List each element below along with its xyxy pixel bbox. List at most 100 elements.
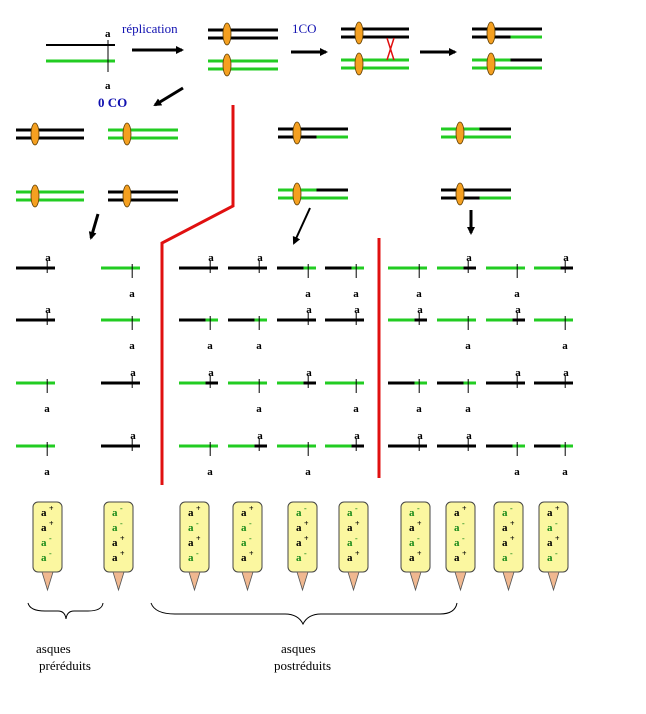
crossover-black: [341, 21, 409, 45]
allele-label: a: [241, 537, 247, 549]
allele-label: a: [41, 522, 47, 534]
allele-label: a: [241, 552, 247, 564]
co1b-bottom: [441, 182, 511, 206]
crossover-x-icon: [386, 37, 395, 61]
locus-label: a: [563, 252, 569, 264]
locus-label: a: [130, 430, 136, 442]
allele-label: a: [409, 522, 415, 534]
spore-chromatid: a: [16, 252, 55, 273]
locus-label: a: [416, 288, 422, 300]
allele-sign: -: [196, 549, 199, 558]
allele-sign: -: [49, 534, 52, 543]
locus-label-top: a: [105, 28, 111, 40]
allele-sign: +: [462, 549, 467, 558]
spore-chromatid: a: [388, 264, 427, 300]
spore-chromatid: a: [437, 379, 476, 415]
allele-label: a: [188, 507, 194, 519]
brace-postreduced: [150, 602, 458, 626]
allele-label: a: [188, 552, 194, 564]
arrow-down-1co-a: [292, 207, 311, 245]
ascus: a-a+a-a+: [400, 501, 431, 592]
spore-chromatid: a: [228, 252, 267, 273]
chromosome-layer: [16, 21, 542, 208]
separator-prereduced: [160, 105, 235, 485]
allele-sign: +: [120, 549, 125, 558]
locus-label: a: [562, 340, 568, 352]
locus-label: a: [256, 403, 262, 415]
ascus-stalk: [454, 571, 467, 592]
zeroco-top-left: [16, 122, 84, 146]
replicated-black: [208, 22, 278, 46]
ascus-stalk: [296, 571, 309, 592]
allele-label: a: [409, 507, 415, 519]
locus-label: a: [466, 430, 472, 442]
ascus: a+a-a+a-: [179, 501, 210, 592]
allele-sign: +: [304, 534, 309, 543]
spore-chromatid: a: [277, 304, 316, 325]
locus-label: a: [514, 466, 520, 478]
allele-sign: -: [49, 549, 52, 558]
allele-sign: +: [49, 519, 54, 528]
ascus: a+a-a-a+: [232, 501, 263, 592]
locus-label: a: [306, 304, 312, 316]
spore-chromatid: a: [277, 367, 316, 388]
allele-label: a: [241, 522, 247, 534]
allele-label: a: [112, 552, 118, 564]
allele-label: a: [41, 552, 47, 564]
allele-label: a: [547, 552, 553, 564]
allele-sign: -: [355, 504, 358, 513]
locus-label: a: [257, 430, 263, 442]
locus-label: a: [417, 430, 423, 442]
allele-sign: -: [249, 519, 252, 528]
locus-label: a: [207, 340, 213, 352]
locus-label: a: [44, 466, 50, 478]
centromere-icon: [222, 53, 232, 77]
centromere-icon: [122, 122, 132, 146]
asci-layer: a+a+a-a-a-a-a+a+a+a-a+a-a+a-a-a+a-a+a+a-…: [32, 501, 569, 592]
allele-sign: -: [510, 549, 513, 558]
allele-sign: +: [355, 519, 360, 528]
locus-label: a: [305, 466, 311, 478]
locus-label: a: [130, 367, 136, 379]
locus-label: a: [208, 252, 214, 264]
replication-label: réplication: [122, 21, 178, 36]
ascus: a-a-a+a+: [103, 501, 134, 592]
prereduced-caption-line1: asques: [36, 641, 71, 656]
spore-chromatid: a: [534, 252, 573, 273]
replicated-green: [208, 53, 278, 77]
spore-chromatid: a: [388, 379, 427, 415]
spore-chromatid: a: [486, 304, 525, 325]
ascus-stalk: [347, 571, 360, 592]
centromere-icon: [222, 22, 232, 46]
allele-sign: -: [555, 519, 558, 528]
arrow-down-0co: [88, 213, 100, 240]
ascus-body: [232, 501, 263, 573]
spore-chromatid: a: [179, 442, 218, 478]
allele-sign: +: [249, 504, 254, 513]
locus-label: a: [354, 304, 360, 316]
spore-chromatid: a: [437, 316, 476, 352]
ascus-body: [538, 501, 569, 573]
allele-label: a: [502, 552, 508, 564]
locus-label: a: [306, 367, 312, 379]
spore-chromatid: a: [228, 379, 267, 415]
locus-label: a: [45, 252, 51, 264]
centromere-icon: [486, 21, 496, 45]
ascus-body: [445, 501, 476, 573]
ascus-stalk: [41, 571, 54, 592]
ascus-body: [400, 501, 431, 573]
allele-sign: +: [196, 504, 201, 513]
spore-chromatid: a: [388, 430, 427, 451]
allele-sign: -: [462, 534, 465, 543]
allele-sign: +: [555, 534, 560, 543]
spore-chromatid: a: [228, 430, 267, 451]
allele-sign: -: [555, 549, 558, 558]
ascus-stalk: [502, 571, 515, 592]
locus-label: a: [465, 403, 471, 415]
locus-label: a: [515, 304, 521, 316]
co1b-top: [441, 121, 511, 145]
locus-label: a: [207, 466, 213, 478]
allele-label: a: [502, 507, 508, 519]
allele-label: a: [112, 522, 118, 534]
allele-label: a: [409, 552, 415, 564]
